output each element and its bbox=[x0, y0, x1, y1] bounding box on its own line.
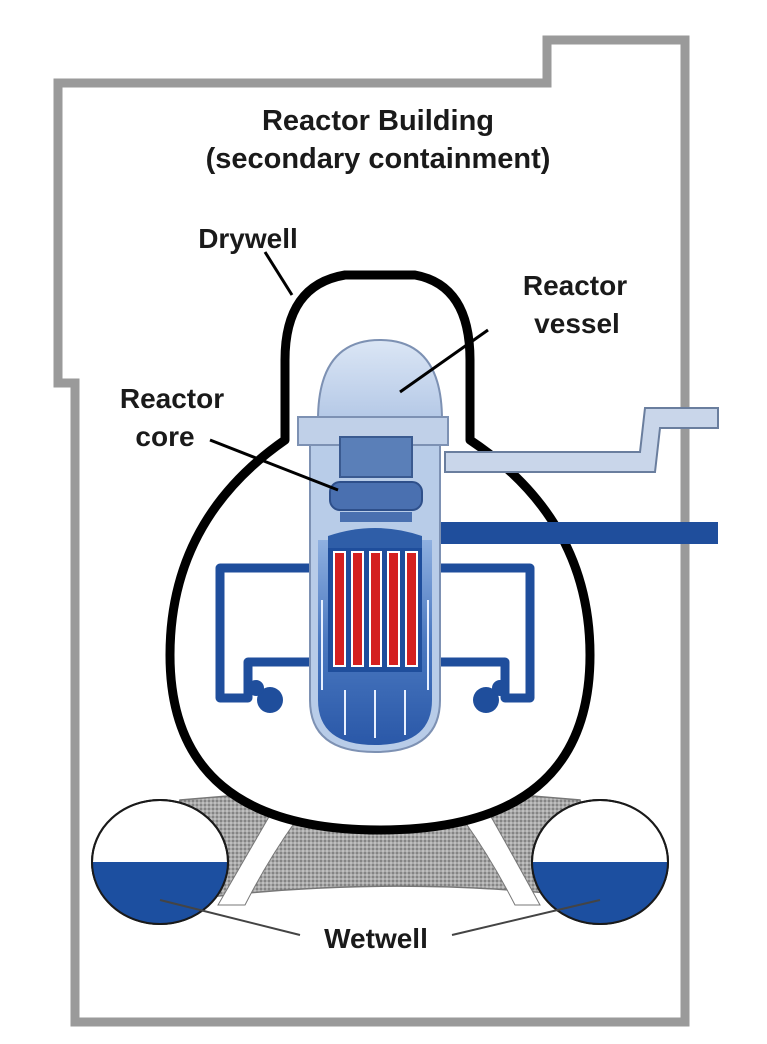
reactor-building-wall bbox=[53, 35, 690, 1027]
main-steam-line bbox=[444, 407, 719, 473]
steam-dryer bbox=[339, 436, 413, 478]
reactor-vessel bbox=[297, 338, 449, 754]
steam-separator bbox=[329, 481, 423, 511]
reactor-core-label-line1: Reactor bbox=[120, 383, 224, 414]
drywell-label: Drywell bbox=[198, 223, 298, 254]
recirc-pump-left-icon bbox=[257, 687, 283, 713]
wetwell-label: Wetwell bbox=[324, 923, 428, 954]
drywell-leader bbox=[263, 251, 294, 296]
fuel-rods bbox=[333, 551, 418, 667]
reactor-vessel-label-line1: Reactor bbox=[523, 270, 627, 301]
reactor-vessel-leader bbox=[399, 328, 489, 394]
reactor-core-leader bbox=[209, 438, 339, 492]
wetwell-torus-right bbox=[531, 799, 669, 925]
wetwell-leader-left bbox=[159, 899, 301, 936]
feedwater-line bbox=[440, 522, 718, 544]
recirc-pump-right-icon bbox=[473, 687, 499, 713]
reactor-building-label-line2: (secondary containment) bbox=[206, 143, 551, 175]
reactor-core-label-line2: core bbox=[135, 421, 194, 452]
reactor-building-label-line1: Reactor Building bbox=[262, 105, 494, 137]
reactor-vessel-label-line2: vessel bbox=[534, 308, 620, 339]
wetwell-leader-right bbox=[451, 899, 601, 936]
